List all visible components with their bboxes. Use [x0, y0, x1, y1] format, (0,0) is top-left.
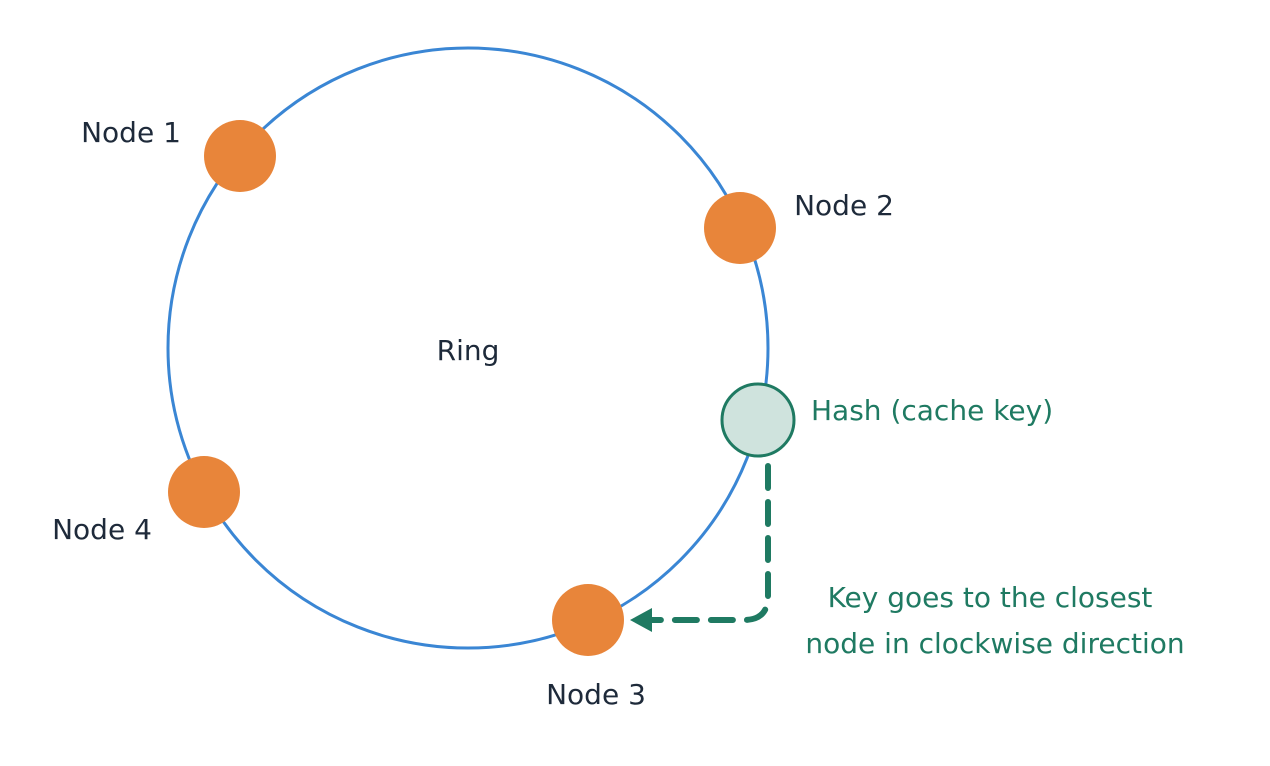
node-1: Node 1	[81, 116, 276, 192]
annotation-line-1: Key goes to the closest	[828, 581, 1153, 614]
hash-key-label: Hash (cache key)	[811, 394, 1053, 427]
hash-key-marker	[720, 382, 796, 458]
node-2-label: Node 2	[794, 189, 894, 222]
node-2-marker	[704, 192, 776, 264]
ring-circle	[166, 46, 770, 650]
node-4-label: Node 4	[52, 513, 152, 546]
node-4: Node 4	[52, 456, 240, 546]
node-2: Node 2	[704, 189, 894, 264]
node-3-marker	[552, 584, 624, 656]
clockwise-arrow-line	[645, 463, 771, 623]
annotation-line-2: node in clockwise direction	[805, 627, 1184, 660]
hash-key: Hash (cache key)	[720, 382, 1053, 458]
node-4-marker	[168, 456, 240, 528]
clockwise-arrow-head	[630, 608, 652, 632]
node-3: Node 3	[546, 584, 646, 711]
ring-label: Ring	[437, 334, 500, 367]
node-1-label: Node 1	[81, 116, 181, 149]
node-3-label: Node 3	[546, 678, 646, 711]
node-1-marker	[204, 120, 276, 192]
